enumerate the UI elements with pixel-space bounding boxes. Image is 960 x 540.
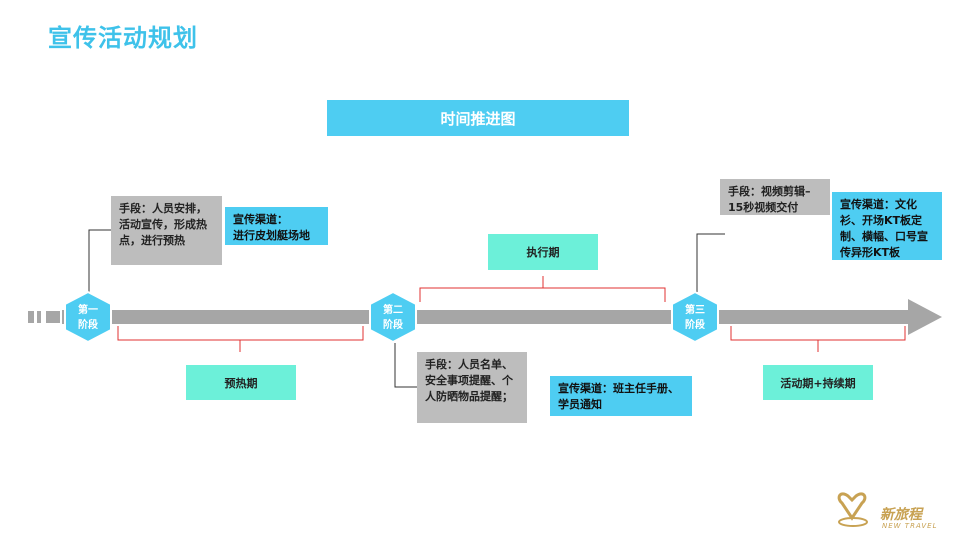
stage-2-hexagon xyxy=(369,290,417,344)
warmup-phase-label: 预热期 xyxy=(186,365,296,400)
activity-phase-label: 活动期+持续期 xyxy=(763,365,873,400)
page-title: 宣传活动规划 xyxy=(48,24,198,52)
connector-line xyxy=(88,229,111,292)
stage-3-label-line1: 第三 xyxy=(685,303,705,316)
axis-dash xyxy=(28,311,34,323)
warmup-brace xyxy=(117,326,364,352)
stage-3-hexagon xyxy=(671,290,719,344)
stage-3-label-line2: 阶段 xyxy=(685,318,705,331)
logo-subtitle: NEW TRAVEL xyxy=(882,522,938,530)
stage-1-means-box: 手段：人员安排，活动宣传，形成热点，进行预热 xyxy=(111,196,222,265)
timeline-arrow-head xyxy=(908,299,942,335)
connector-line xyxy=(696,233,725,292)
logo-name: 新旅程 xyxy=(880,507,922,523)
timeline-axis xyxy=(62,310,910,324)
logo-icon xyxy=(837,492,868,527)
stage-2-label-line2: 阶段 xyxy=(383,318,403,331)
axis-dash xyxy=(46,311,60,323)
activity-brace xyxy=(730,326,906,352)
stage-1-label-line2: 阶段 xyxy=(78,318,98,331)
stage-2-channel-box: 宣传渠道：班主任手册、学员通知 xyxy=(550,376,692,416)
execution-brace xyxy=(419,276,666,302)
stage-1-channel-box: 宣传渠道： 进行皮划艇场地 xyxy=(225,207,328,245)
stage-2-means-box: 手段：人员名单、安全事项提醒、个人防晒物品提醒； xyxy=(417,352,527,423)
stage-3-means-box: 手段：视频剪辑–15秒视频交付 xyxy=(720,179,830,215)
stage-1-label-line1: 第一 xyxy=(78,303,98,316)
axis-dash xyxy=(37,311,41,323)
stage-3-channel-box: 宣传渠道：文化衫、开场KT板定制、横幅、口号宣传异形KT板 xyxy=(832,192,942,260)
execution-phase-label: 执行期 xyxy=(488,234,598,270)
stage-2-label-line1: 第二 xyxy=(383,303,403,316)
stage-1-hexagon xyxy=(64,290,112,344)
connector-line xyxy=(394,343,417,388)
timeline-banner: 时间推进图 xyxy=(327,100,629,136)
